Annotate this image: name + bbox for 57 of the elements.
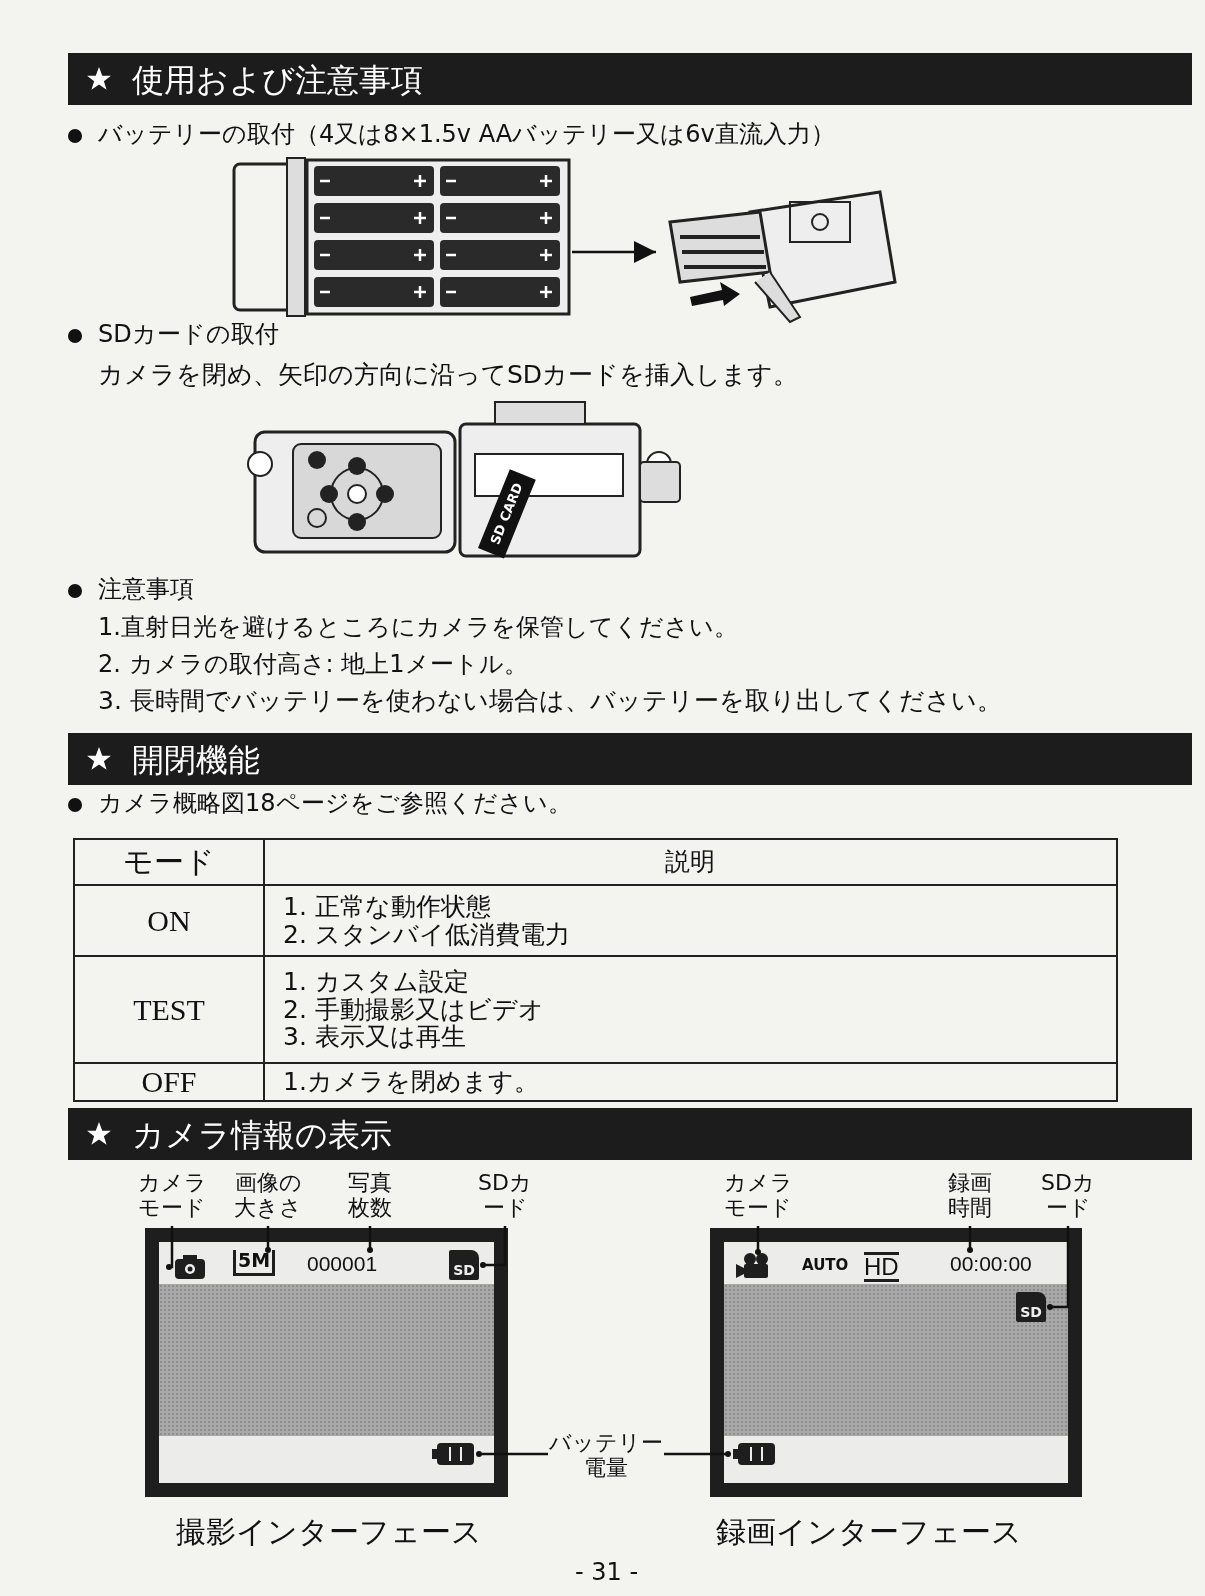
screen-caption: 撮影インターフェース: [176, 1514, 482, 1550]
instruction-text: カメラ概略図18ページをご参照ください。: [98, 789, 572, 818]
callout-label: カメラモード: [136, 1170, 208, 1226]
leader-line: [480, 1226, 507, 1268]
table-text: TEST: [132, 992, 206, 1027]
leader-line: [967, 1226, 973, 1253]
camera-icon: [173, 1253, 207, 1281]
callout-label: カメラモード: [722, 1170, 794, 1226]
hd-indicator: HD: [864, 1252, 899, 1282]
page-number: - 31 -: [575, 1558, 639, 1587]
battery-icon: [431, 1442, 475, 1466]
table-text: 3. 表示又は再生: [283, 1023, 467, 1051]
battery-tray-drawing: [232, 158, 572, 316]
instruction-text: SDカードの取付: [98, 320, 279, 349]
sd-card-indicator: SD: [1016, 1292, 1046, 1322]
table-text: モード: [122, 843, 216, 880]
instruction-text: 注意事項: [98, 575, 194, 604]
table-text: 説明: [664, 848, 716, 876]
callout-label: SDカード: [1033, 1170, 1103, 1226]
section-heading: カメラ情報の表示: [132, 1115, 392, 1156]
callout-label: 画像の大きさ: [232, 1170, 304, 1226]
instruction-text: カメラを閉め、矢印の方向に沿ってSDカードを挿入します。: [98, 360, 799, 390]
leader-line: [166, 1226, 174, 1270]
leader-line: [265, 1226, 271, 1253]
instruction-text: 2. カメラの取付高さ: 地上1メートル。: [98, 650, 528, 679]
table-text: 1.カメラを閉めます。: [283, 1068, 540, 1096]
instruction-text: 3. 長時間でバッテリーを使わない場合は、バッテリーを取り出してください。: [98, 686, 1002, 716]
leader-line: [367, 1226, 373, 1253]
table-text: ON: [146, 903, 192, 938]
table-text: 1. 正常な動作状態: [283, 893, 492, 921]
instruction-text: 1.直射日光を避けるところにカメラを保管してください。: [98, 613, 738, 642]
instruction-text: バッテリーの取付（4又は8×1.5v AAバッテリー又は6v直流入力）: [98, 120, 835, 149]
image-size-indicator: 5M: [233, 1250, 275, 1276]
leader-line: [1047, 1226, 1070, 1310]
section-heading: 開閉機能: [132, 740, 260, 781]
leader-line: [664, 1451, 731, 1457]
section-heading: 使用および注意事項: [132, 60, 423, 101]
screen-display: [710, 1228, 1082, 1497]
mode-text: AUTO: [802, 1256, 849, 1274]
callout-label: SDカード: [470, 1170, 540, 1226]
leader-line: [755, 1226, 761, 1255]
counter-readout: 00:00:00: [950, 1250, 1060, 1278]
screen-caption: 録画インターフェース: [716, 1514, 1022, 1550]
table-text: OFF: [140, 1065, 198, 1099]
table-text: 2. スタンバイ低消費電力: [283, 920, 571, 948]
callout-label: 録画時間: [945, 1170, 995, 1226]
counter-readout: 000001: [307, 1250, 393, 1278]
table-text: 2. 手動撮影又はビデオ: [283, 995, 545, 1024]
arrow: [572, 241, 656, 263]
leader-line: [476, 1451, 548, 1457]
screen-display: [145, 1228, 508, 1497]
table-text: 1. カスタム設定: [283, 968, 470, 996]
battery-icon: [732, 1442, 776, 1466]
callout-label: 写真枚数: [345, 1170, 395, 1226]
sd-card-indicator: SD: [449, 1250, 479, 1280]
video-camera-icon: [734, 1252, 770, 1280]
callout-label: バッテリー電量: [548, 1430, 664, 1488]
